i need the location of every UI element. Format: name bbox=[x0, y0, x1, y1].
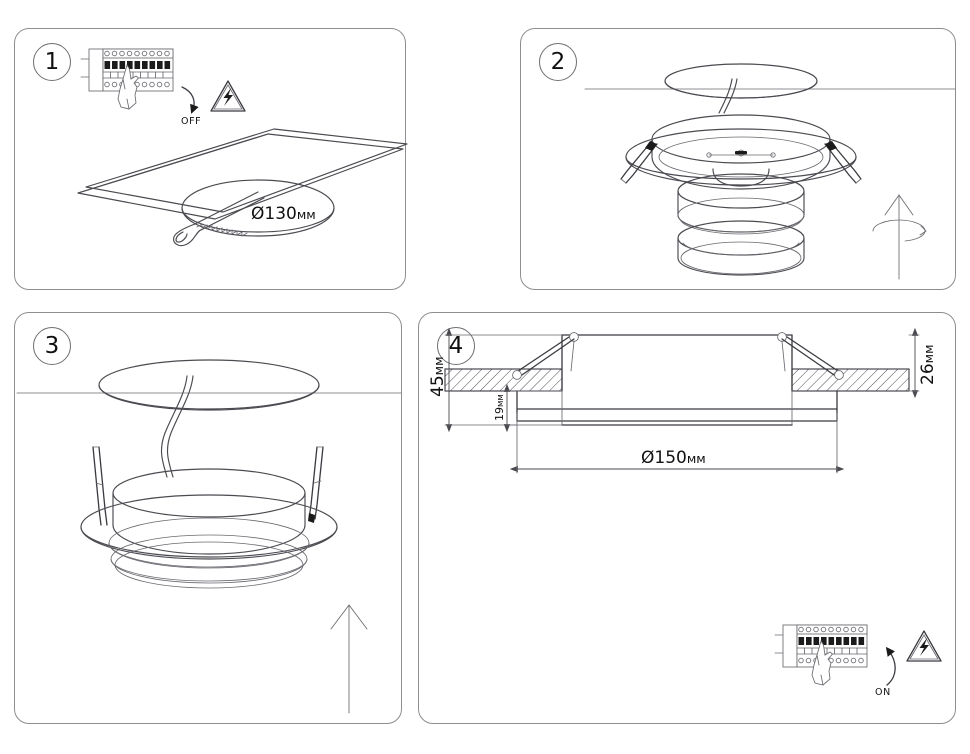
ceiling-slab-left bbox=[444, 368, 563, 392]
breaker-on-label: ON bbox=[875, 687, 891, 698]
hand-pointing-icon bbox=[811, 639, 834, 686]
breaker-terminal-row-top bbox=[796, 624, 868, 635]
dimension-outer-diameter: Ø150мм bbox=[509, 412, 845, 474]
breaker-on-graphic bbox=[774, 624, 868, 668]
breaker-off-label: OFF bbox=[181, 116, 201, 127]
step-2-badge: 2 bbox=[539, 43, 577, 81]
hand-pointing-icon bbox=[117, 63, 140, 110]
off-arrow-icon bbox=[181, 86, 199, 114]
ceiling-hole-graphic bbox=[181, 179, 335, 237]
panel-step-3: 3 bbox=[14, 312, 402, 724]
ceiling-disc-graphic bbox=[16, 359, 402, 411]
spring-clip-right-section bbox=[777, 332, 844, 380]
breaker-terminal-row-bottom bbox=[104, 81, 170, 88]
breaker-off-graphic bbox=[80, 48, 174, 92]
on-arrow-icon bbox=[885, 646, 896, 686]
push-and-rotate-arrow-icon bbox=[872, 194, 927, 280]
breaker-switch-row bbox=[798, 637, 865, 645]
step-2-number: 2 bbox=[550, 49, 566, 75]
electrical-hazard-triangle-icon bbox=[906, 630, 942, 662]
step-1-number: 1 bbox=[44, 49, 60, 75]
mounting-body bbox=[625, 114, 857, 190]
keyhole-saw-icon bbox=[172, 191, 265, 247]
dimension-below-ceiling: 19мм bbox=[493, 383, 563, 433]
step-1-badge: 1 bbox=[33, 43, 71, 81]
insert-up-arrow-icon bbox=[330, 604, 368, 714]
fixture-housing-section bbox=[516, 334, 838, 426]
spring-clip-left-section bbox=[512, 332, 579, 380]
dimension-total-height: 45мм bbox=[428, 327, 563, 433]
dimension-recess-depth: 26мм bbox=[908, 327, 938, 399]
spring-clip-left bbox=[92, 446, 108, 526]
spring-clip-right bbox=[308, 446, 324, 523]
middle-ring bbox=[677, 173, 805, 235]
electrical-hazard-triangle-icon bbox=[210, 80, 246, 112]
breaker-terminal-row-top bbox=[102, 48, 174, 59]
spring-clip-left bbox=[620, 140, 658, 184]
breaker-switch-row bbox=[104, 61, 171, 69]
step-4-badge: 4 bbox=[437, 327, 475, 365]
power-cable bbox=[160, 375, 194, 478]
panel-step-1: 1 bbox=[14, 28, 408, 290]
dim-45mm-label: 45мм bbox=[428, 356, 448, 397]
fixture-body bbox=[80, 468, 338, 589]
lower-ring bbox=[677, 220, 805, 276]
dim-26mm-label: 26мм bbox=[918, 344, 938, 385]
dim-19mm-label: 19мм bbox=[493, 394, 506, 421]
panel-step-2: 2 bbox=[520, 28, 956, 290]
breaker-terminal-row-bottom bbox=[798, 657, 864, 664]
dim-150mm-label: Ø150мм bbox=[641, 448, 706, 468]
panel-step-4: 4 bbox=[418, 312, 956, 724]
ceiling-panel-graphic bbox=[77, 128, 408, 220]
step-3-number: 3 bbox=[44, 333, 60, 359]
power-cable bbox=[718, 78, 738, 114]
step-3-badge: 3 bbox=[33, 327, 71, 365]
step-4-number: 4 bbox=[448, 333, 464, 359]
ceiling-slab-right bbox=[791, 368, 910, 392]
ceiling-disc-graphic bbox=[584, 63, 956, 99]
spring-clip-right bbox=[824, 140, 862, 184]
hole-diameter-label: Ø130мм bbox=[251, 204, 316, 224]
ceiling-board bbox=[99, 141, 325, 147]
